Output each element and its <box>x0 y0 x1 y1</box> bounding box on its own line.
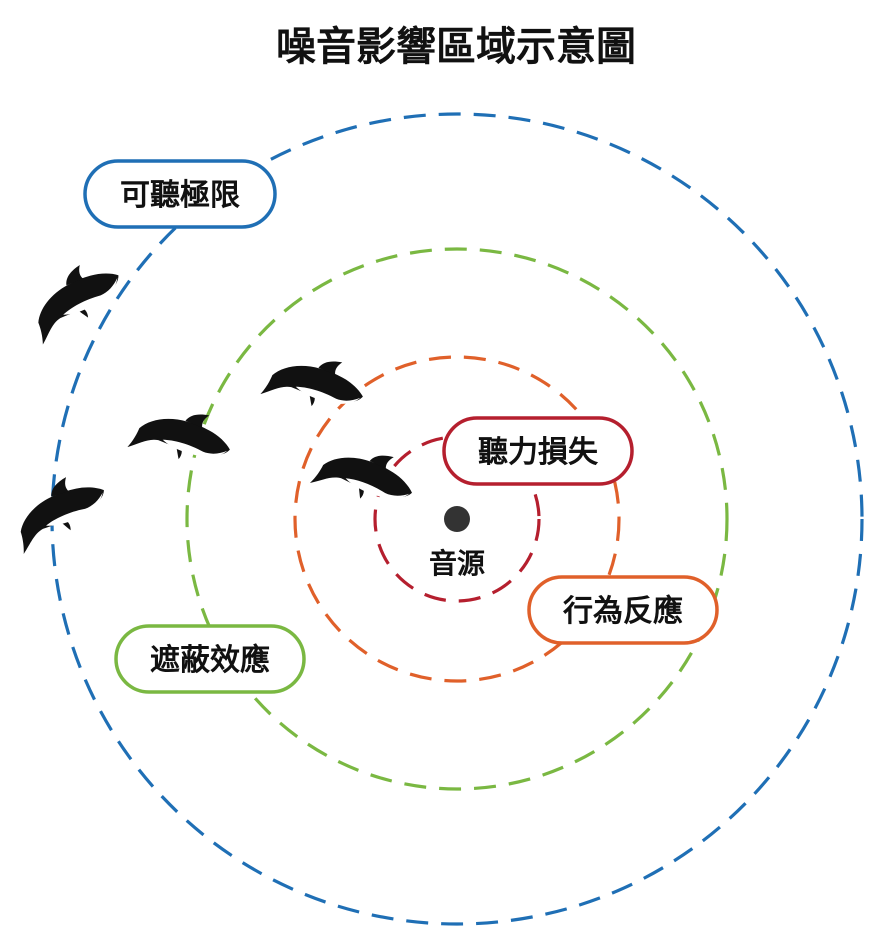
zone-label-behavior-text: 行為反應 <box>562 594 683 629</box>
zone-label-hearing-loss-text: 聽力損失 <box>478 435 599 470</box>
zone-label-masking: 遮蔽效應 <box>114 624 306 694</box>
dolphin-icon <box>5 467 116 554</box>
dolphin-icon <box>260 338 372 431</box>
dolphin-icon <box>127 391 239 484</box>
zone-label-masking-text: 遮蔽效應 <box>150 643 270 678</box>
dolphin-icon <box>309 429 423 526</box>
zone-label-behavior: 行為反應 <box>527 575 719 645</box>
zone-label-hearing-loss: 聽力損失 <box>442 416 634 486</box>
dolphin-icon <box>20 252 132 345</box>
zone-label-audibility-text: 可聽極限 <box>120 178 240 213</box>
diagram-title: 噪音影響區域示意圖 <box>276 24 636 70</box>
sound-source-dot <box>444 506 470 532</box>
zone-ring-masking <box>185 247 729 791</box>
zone-label-audibility: 可聽極限 <box>83 159 277 229</box>
zone-ring-behavior <box>293 355 621 683</box>
sound-source-label: 音源 <box>429 547 485 580</box>
